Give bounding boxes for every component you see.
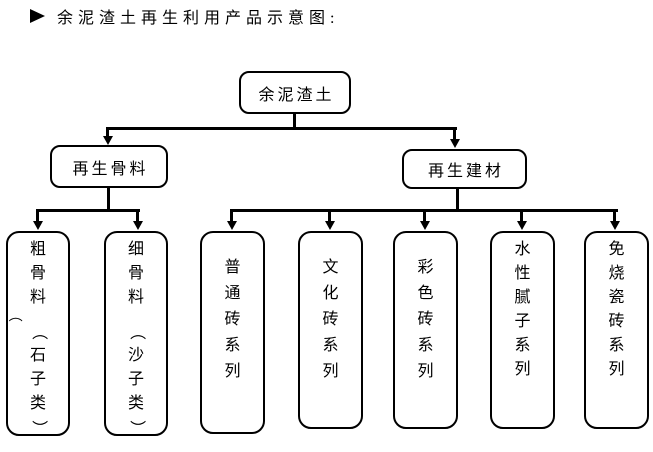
connector-aggregate-stem [107,187,110,212]
node-ordinary-brick-series: 普通砖系列 [200,231,265,434]
page-title: 余泥渣土再生利用产品示意图: [57,10,340,27]
node-ordinary-brick-series-label: 普通砖系列 [224,259,241,380]
arrow-down-icon [103,136,113,145]
arrow-down-icon [420,221,430,230]
node-root-label: 余泥渣土 [258,86,335,104]
node-recycled-aggregate-label: 再生骨料 [72,160,149,178]
node-unfired-tile-series-label: 免烧瓷砖系列 [608,241,625,378]
connector-level1-horizontal [106,127,457,130]
node-recycled-aggregate: 再生骨料 [50,145,168,188]
connector-arrow-shaft [136,209,139,223]
node-coarse-aggregate-label: 粗骨料（石子类） [29,241,47,437]
connector-arrow-shaft [106,127,109,138]
connector-arrow-shaft [230,209,233,223]
arrow-down-icon [227,221,237,230]
node-culture-brick-series: 文化砖系列 [298,231,363,429]
connector-root-stem [293,113,296,129]
arrow-down-icon [517,221,527,230]
arrow-down-icon [133,221,143,230]
node-culture-brick-series-label: 文化砖系列 [322,259,339,380]
arrow-down-icon [33,221,43,230]
node-colored-brick-series: 彩色砖系列 [393,231,458,429]
connector-arrow-shaft [453,127,456,141]
right-triangle-bullet-icon [30,9,45,23]
connector-material-stem [456,188,459,212]
node-colored-brick-series-label: 彩色砖系列 [417,259,434,380]
node-recycled-building-material-label: 再生建材 [427,163,504,180]
node-fine-aggregate-label: 细骨料（沙子类） [127,241,145,437]
node-water-based-putty-series: 水性腻子系列 [490,231,555,429]
node-water-based-putty-series-label: 水性腻子系列 [514,241,531,378]
node-unfired-tile-series: 免烧瓷砖系列 [584,231,649,429]
node-root: 余泥渣土 [239,71,351,114]
connector-arrow-shaft [36,209,39,223]
arrow-down-icon [610,221,620,230]
connector-arrow-shaft [328,209,331,223]
connector-arrow-shaft [613,209,616,223]
node-fine-aggregate: 细骨料（沙子类） [104,231,168,436]
connector-arrow-shaft [520,209,523,223]
node-coarse-aggregate: （ 粗骨料（石子类） [6,231,70,436]
node-recycled-building-material: 再生建材 [402,149,527,189]
arrow-down-icon [450,139,460,148]
stray-paren-glyph: （ [6,308,21,322]
connector-arrow-shaft [423,209,426,223]
arrow-down-icon [325,221,335,230]
connector-aggregate-horizontal [36,209,140,212]
